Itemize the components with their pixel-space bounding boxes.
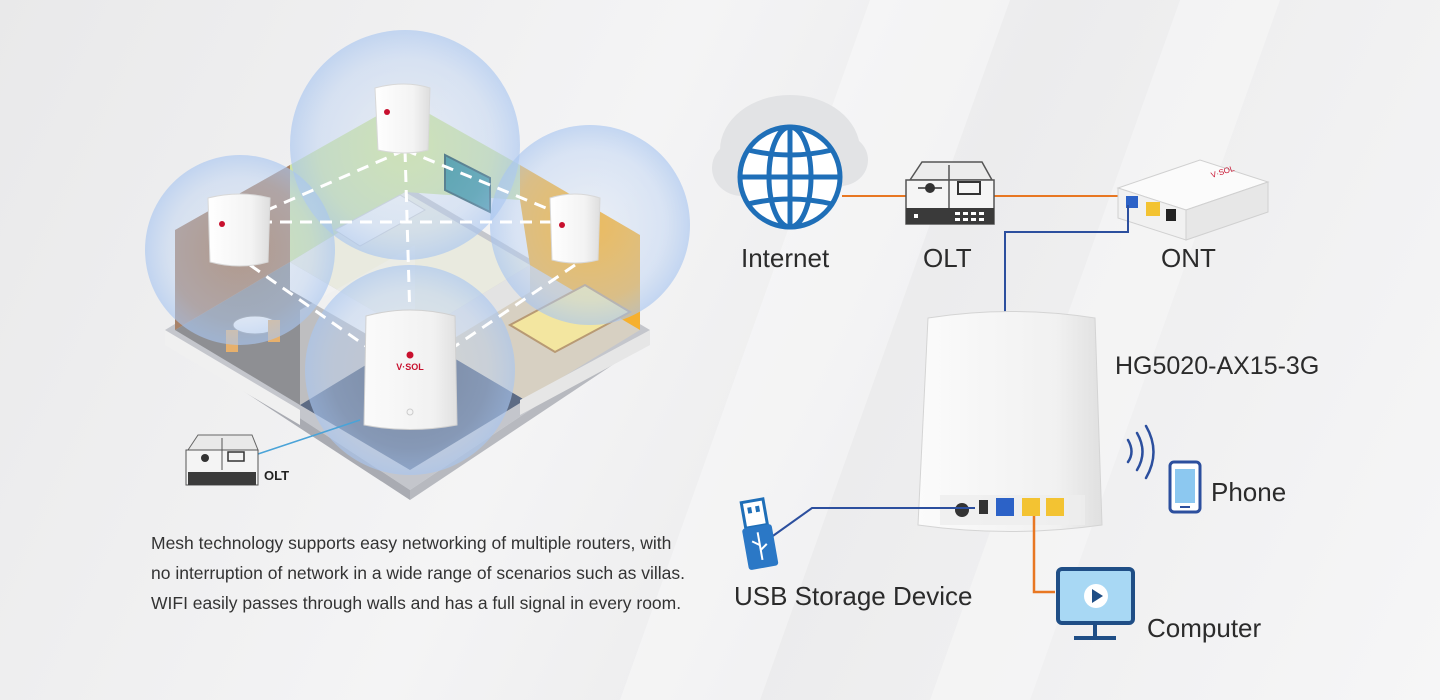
phone-icon <box>1168 460 1202 514</box>
link-usb-router <box>769 507 975 539</box>
wifi-signal-icon <box>1126 424 1155 480</box>
link-router-computer <box>1032 516 1055 594</box>
label-olt: OLT <box>923 243 972 273</box>
mesh-router-main: V·SOL <box>363 309 458 430</box>
label-computer: Computer <box>1147 613 1262 643</box>
ont-device: V·SOL <box>1116 159 1270 241</box>
globe-icon <box>737 124 843 230</box>
mesh-description: Mesh technology supports easy networking… <box>151 533 686 613</box>
usb-icon <box>739 497 779 570</box>
label-olt-small: OLT <box>264 468 290 483</box>
house-illustration: V·SOL <box>145 30 690 500</box>
label-internet: Internet <box>741 243 830 273</box>
label-phone: Phone <box>1211 477 1287 507</box>
main-router-hg5020 <box>917 311 1103 532</box>
mesh-router-top <box>374 83 431 154</box>
brand-logo: V·SOL <box>396 362 424 372</box>
olt-device <box>905 161 995 225</box>
label-usb-storage: USB Storage Device <box>734 581 973 611</box>
label-model: HG5020-AX15-3G <box>1115 352 1320 380</box>
computer-icon <box>1056 567 1135 640</box>
label-ont: ONT <box>1161 243 1216 273</box>
olt-small-device <box>185 419 361 486</box>
front-wall <box>520 330 650 415</box>
mesh-router-right <box>549 193 601 264</box>
mesh-router-left <box>207 193 271 267</box>
front-wall <box>165 330 300 425</box>
